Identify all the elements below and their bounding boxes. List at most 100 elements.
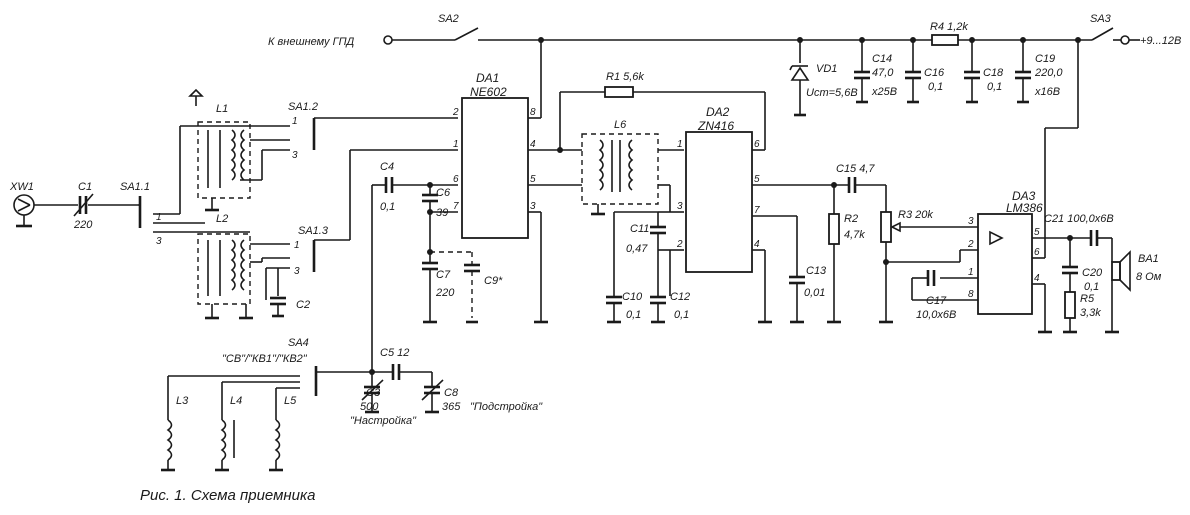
pin-da1-5: 5	[530, 174, 536, 185]
pin-da2-4: 4	[754, 239, 760, 250]
capacitor-c2	[270, 268, 286, 318]
capacitor-c1	[73, 193, 138, 217]
pin-da2-2: 2	[676, 239, 683, 250]
capacitor-c12	[650, 250, 666, 324]
label-c21: C21 100,0x6В	[1044, 213, 1114, 225]
label-r3: R3 20k	[898, 209, 933, 221]
switch-sa1-3	[312, 149, 458, 272]
label-c19-v2: x16В	[1034, 86, 1060, 98]
coil-l4	[215, 382, 235, 472]
transformer-l6	[581, 133, 684, 216]
pin-da1-4: 4	[530, 139, 536, 150]
pin-sa1-c1: 1	[294, 240, 300, 251]
capacitor-c15	[847, 177, 886, 193]
label-xw1: XW1	[9, 181, 34, 193]
label-c17-v: 10,0x6В	[916, 309, 956, 321]
chip-da2	[685, 131, 753, 273]
label-l2: L2	[216, 213, 228, 225]
switch-sa1-2	[312, 117, 458, 150]
switch-sa1-1	[138, 196, 250, 233]
resistor-r2	[827, 185, 841, 324]
capacitor-c9	[430, 251, 480, 324]
figure-caption: Рис. 1. Схема приемника	[140, 487, 315, 504]
pin-da2-6: 6	[754, 139, 760, 150]
label-r1: R1 5,6k	[606, 71, 644, 83]
capacitor-c7	[422, 209, 438, 324]
label-da1-type: NE602	[470, 85, 507, 99]
label-c12: C12	[670, 291, 690, 303]
capacitor-c5	[372, 364, 432, 380]
pin-da1-8: 8	[530, 107, 536, 118]
pin-da2-5: 5	[754, 174, 760, 185]
switch-sa4	[168, 366, 372, 396]
capacitor-c8	[421, 372, 444, 414]
label-c18-v: 0,1	[987, 81, 1002, 93]
resistor-r1	[557, 86, 766, 153]
pin-da1-6: 6	[453, 174, 459, 185]
label-c1-v: 220	[73, 219, 93, 231]
label-c19: C19	[1035, 53, 1055, 65]
label-sa1-3: SA1.3	[298, 225, 329, 237]
label-c4-v: 0,1	[380, 201, 395, 213]
pin-da1-3: 3	[530, 201, 536, 212]
label-c9: C9*	[484, 275, 503, 287]
coil-l3	[161, 376, 175, 472]
label-c14: C14	[872, 53, 892, 65]
label-l3: L3	[176, 395, 189, 407]
label-c20-v: 0,1	[1084, 281, 1099, 293]
pin-da3-5: 5	[1034, 227, 1040, 238]
label-c2: C2	[296, 299, 310, 311]
zener-vd1	[789, 40, 810, 117]
label-c11-v: 0,47	[626, 243, 648, 255]
label-ext-gpd: К внешнему ГПД	[268, 36, 355, 48]
pin-da3-3: 3	[968, 216, 974, 227]
label-l6: L6	[614, 119, 627, 131]
label-r2: R2	[844, 213, 858, 225]
label-l4: L4	[230, 395, 242, 407]
pin-da3-4: 4	[1034, 273, 1040, 284]
label-c11: C11	[630, 223, 649, 235]
label-c10: C10	[622, 291, 643, 303]
capacitor-c4	[371, 177, 458, 372]
coil-l5	[269, 388, 283, 472]
capacitor-c11	[650, 211, 670, 251]
capacitor-c16	[905, 40, 921, 104]
capacitor-c14	[854, 40, 870, 104]
label-da3-type: LM386	[1006, 201, 1043, 215]
antenna-xw1	[13, 194, 78, 228]
pin-sa1-a3: 3	[156, 236, 162, 247]
pin-da3-8: 8	[968, 289, 974, 300]
label-sa4: SA4	[288, 337, 309, 349]
pin-da1-1: 1	[453, 139, 459, 150]
coil-l2	[197, 233, 290, 320]
label-c13-v: 0,01	[804, 287, 825, 299]
label-c19-v1: 220,0	[1034, 67, 1063, 79]
pin-da3-1: 1	[968, 267, 974, 278]
label-sa2: SA2	[438, 13, 459, 25]
label-c10-v: 0,1	[626, 309, 641, 321]
label-da1: DA1	[476, 71, 499, 85]
label-bands: "СВ"/"КВ1"/"КВ2"	[222, 353, 308, 365]
resistor-r5	[1063, 291, 1077, 334]
capacitor-c6	[422, 182, 458, 213]
pin-da1-2: 2	[452, 107, 459, 118]
speaker-ba1	[1105, 250, 1131, 334]
label-da2-type: ZN416	[697, 119, 734, 133]
label-c5: C5 12	[380, 347, 409, 359]
label-da2: DA2	[706, 105, 730, 119]
capacitor-c17	[911, 270, 978, 301]
label-ba1: BA1	[1138, 253, 1159, 265]
label-c8-name: "Подстройка"	[470, 401, 543, 413]
label-r2-v: 4,7k	[844, 229, 865, 241]
pin-sa1-b3: 3	[292, 150, 298, 161]
capacitor-c13	[752, 215, 805, 324]
chip-da3	[977, 213, 1033, 315]
label-c20: C20	[1082, 267, 1103, 279]
label-l1: L1	[216, 103, 228, 115]
pin-da2-7: 7	[754, 205, 760, 216]
label-c6-v: 39	[436, 207, 448, 219]
capacitor-c21	[1089, 230, 1113, 262]
label-l5: L5	[284, 395, 297, 407]
label-c13: C13	[806, 265, 827, 277]
